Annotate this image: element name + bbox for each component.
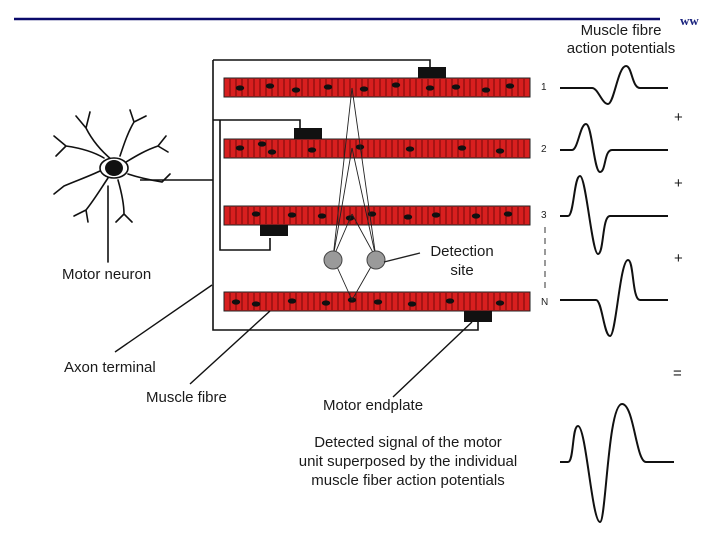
detected-signal-trace: [560, 403, 674, 523]
fibre-nucleus: [503, 211, 513, 217]
axon-branches: [140, 59, 479, 331]
muscle-fibre-2: [223, 138, 531, 159]
fibre-nucleus: [265, 83, 275, 89]
detection-pointer: [383, 252, 421, 263]
operator-plus-1: +: [674, 109, 683, 126]
fibre-nucleus: [367, 211, 377, 217]
fibre-nucleus: [457, 145, 467, 151]
endplate-3: [260, 225, 288, 236]
fibre-nucleus: [391, 82, 401, 88]
ap-trace-n: [560, 259, 668, 337]
fibre-nucleus: [431, 212, 441, 218]
endplate-n: [464, 311, 492, 322]
fibre-nucleus: [495, 148, 505, 154]
fibre-nucleus: [481, 87, 491, 93]
endplate-1: [418, 67, 446, 78]
fibre-nucleus: [373, 299, 383, 305]
fibre-nucleus: [231, 299, 241, 305]
fibre-nucleus: [495, 300, 505, 306]
fibre-index-1: 1: [541, 82, 547, 93]
leader-lines: [114, 284, 473, 398]
fibre-nucleus: [291, 87, 301, 93]
operator-equals: =: [673, 365, 682, 382]
operator-plus-2: +: [674, 175, 683, 192]
fibre-nucleus: [359, 86, 369, 92]
fibre-nucleus: [405, 146, 415, 152]
fibre-nucleus: [403, 214, 413, 220]
motor-neuron-label: Motor neuron: [62, 266, 151, 283]
fibre-nucleus: [235, 85, 245, 91]
fibre-nucleus: [251, 211, 261, 217]
fibre-nucleus: [407, 301, 417, 307]
axon-terminal-label: Axon terminal: [64, 359, 156, 376]
ap-title-line1: Muscle fibre: [581, 22, 662, 39]
fibre-nucleus: [267, 149, 277, 155]
motor-neuron-icon: [53, 109, 171, 263]
fibre-nucleus: [451, 84, 461, 90]
fibre-nucleus: [323, 84, 333, 90]
action-potential-traces: [560, 65, 674, 523]
fibre-nucleus: [257, 141, 267, 147]
motor-endplate-label: Motor endplate: [323, 397, 423, 414]
fibre-nucleus: [471, 213, 481, 219]
fibre-nucleus: [505, 83, 515, 89]
fibre-nucleus: [287, 298, 297, 304]
detected-signal-line2: unit superposed by the individual: [299, 453, 517, 470]
fibre-nucleus: [307, 147, 317, 153]
neuron-nucleus: [105, 160, 123, 176]
ap-trace-2: [560, 123, 668, 173]
endplate-2: [294, 128, 322, 139]
operator-plus-3: +: [674, 250, 683, 267]
electrode-right: [366, 250, 386, 270]
fibre-nucleus: [235, 145, 245, 151]
muscle-fibre-1: [223, 77, 531, 98]
detection-site-line1: Detection: [430, 243, 493, 260]
detection-site-line2: site: [450, 262, 473, 279]
detected-signal-line3: muscle fiber action potentials: [311, 472, 504, 489]
muscle-fibre-3: [223, 205, 531, 226]
ap-trace-1: [560, 65, 668, 105]
ap-title-line2: action potentials: [567, 40, 675, 57]
fibre-nucleus: [251, 301, 261, 307]
fibre-index-2: 2: [541, 144, 547, 155]
fibre-index-3: 3: [541, 210, 547, 221]
fibre-nucleus: [287, 212, 297, 218]
fibre-nucleus: [317, 213, 327, 219]
detection-lines: [332, 87, 377, 301]
fibre-nucleus: [321, 300, 331, 306]
electrode-left: [323, 250, 343, 270]
detected-signal-line1: Detected signal of the motor: [314, 434, 502, 451]
fibre-nucleus: [425, 85, 435, 91]
ap-trace-3: [560, 175, 668, 255]
fibre-nucleus: [445, 298, 455, 304]
muscle-fibre-label: Muscle fibre: [146, 389, 227, 406]
corner-mark: ww: [680, 13, 699, 28]
fibre-index-n: N: [541, 297, 548, 308]
